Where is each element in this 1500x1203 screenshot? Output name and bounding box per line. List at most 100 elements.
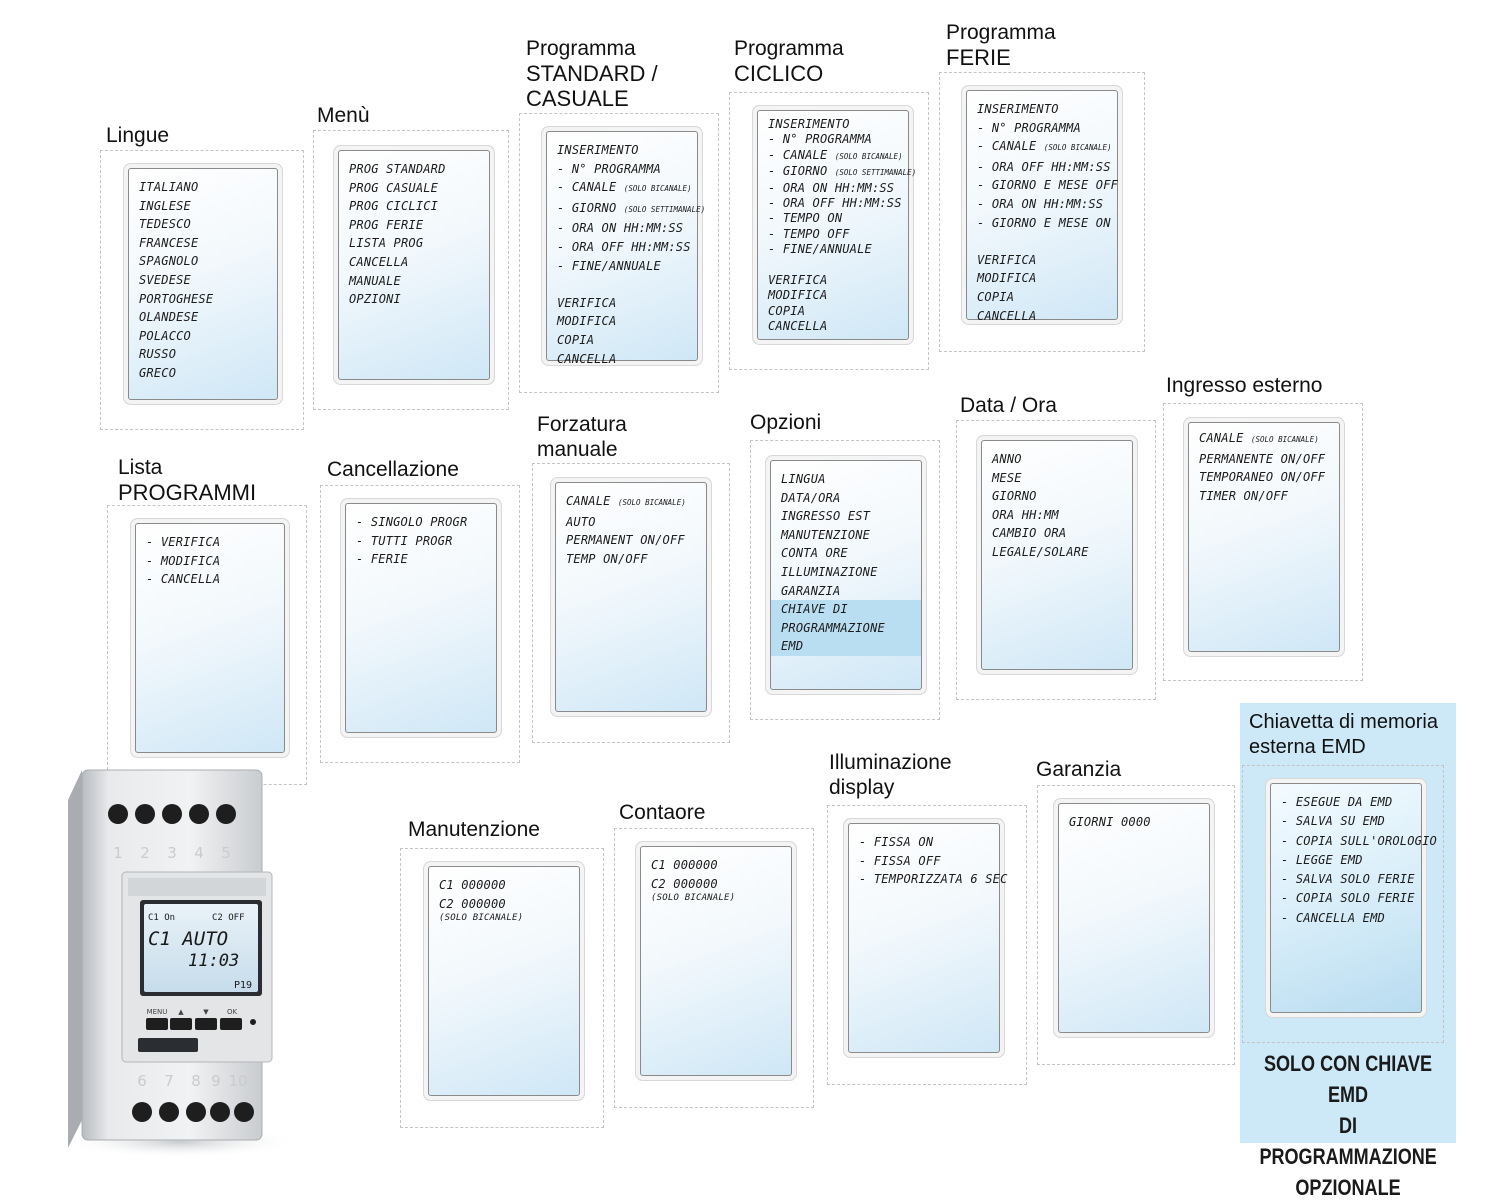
lingue-line: GRECO xyxy=(139,365,177,380)
menu-line: PROG CASUALE xyxy=(349,180,439,195)
dataora-line: ORA HH:MM xyxy=(992,507,1059,522)
terminal-number: 9 xyxy=(211,1072,221,1090)
lingue-line: RUSSO xyxy=(139,347,177,362)
garanzia-screen: GIORNI 0000 xyxy=(1058,803,1210,1033)
cancellazione-title: Cancellazione xyxy=(327,458,459,481)
emd-line: - ESEGUE DA EMD xyxy=(1281,795,1393,809)
ferie-line: - GIORNO E MESE OFF xyxy=(977,178,1119,193)
standard-title-line1: Programma xyxy=(526,37,636,60)
screw-terminal xyxy=(108,804,128,824)
lcd-c2-status: C2 OFF xyxy=(212,913,245,923)
screw-terminal xyxy=(216,804,236,824)
ferie-note: (SOLO BICANALE) xyxy=(1043,143,1112,153)
lingue-line: TEDESCO xyxy=(139,217,191,232)
device-side xyxy=(68,770,82,1148)
opzioni-highlight-line: CHIAVE DI xyxy=(781,602,848,617)
top-terminal-numbers: 1 2 3 4 5 xyxy=(113,844,231,862)
contaore-note: (SOLO BICANALE) xyxy=(651,893,736,904)
screw-terminal xyxy=(159,1102,179,1122)
emd-note-line: DI PROGRAMMAZIONE xyxy=(1259,1113,1437,1169)
standard-line: - N° PROGRAMMA xyxy=(557,161,661,176)
lista-line: - MODIFICA xyxy=(146,553,221,568)
screw-terminal xyxy=(132,1102,152,1122)
lingue-line: ITALIANO xyxy=(139,180,199,194)
ciclico-line: VERIFICA xyxy=(768,273,828,288)
opzioni-line: GARANZIA xyxy=(781,583,841,598)
dataora-line: ANNO xyxy=(992,452,1022,466)
manutenzione-note: (SOLO BICANALE) xyxy=(439,913,524,924)
standard-title-line3: CASUALE xyxy=(526,86,629,111)
lcd-program-number: P19 xyxy=(234,980,252,991)
lista-title-line1: Lista xyxy=(118,456,163,479)
standard-line: VERIFICA xyxy=(557,295,617,310)
emd-line: - SALVA SU EMD xyxy=(1281,814,1385,829)
ciclico-line: - TEMPO ON xyxy=(768,211,843,226)
garanzia-frame xyxy=(1037,785,1235,1065)
cancellazione-frame xyxy=(320,485,520,763)
standard-line: - ORA ON HH:MM:SS xyxy=(557,221,684,236)
ferie-line: MODIFICA xyxy=(977,271,1037,286)
opzioni-highlight-line: EMD xyxy=(781,639,804,654)
standard-line: INSERIMENTO xyxy=(557,143,639,157)
ingresso-note: (SOLO BICANALE) xyxy=(1251,435,1319,444)
forzatura-line: AUTO xyxy=(566,514,596,529)
lista-screen: - VERIFICA - MODIFICA - CANCELLA xyxy=(135,523,285,753)
ferie-line: CANCELLA xyxy=(977,308,1037,323)
opzioni-line: ILLUMINAZIONE xyxy=(781,564,878,579)
ingresso-line: PERMANENTE ON/OFF xyxy=(1199,451,1326,466)
ferie-line: VERIFICA xyxy=(977,252,1037,267)
emd-optional-note: SOLO CON CHIAVE EMD DI PROGRAMMAZIONE OP… xyxy=(1259,1048,1436,1203)
ciclico-line: - TEMPO OFF xyxy=(768,226,850,241)
opzioni-highlight-line: PROGRAMMAZIONE xyxy=(781,620,885,635)
menu-line: MANUALE xyxy=(349,273,401,288)
forzatura-screen: CANALE (SOLO BICANALE) AUTO PERMANENT ON… xyxy=(555,482,707,712)
emd-screen: - ESEGUE DA EMD - SALVA SU EMD - COPIA S… xyxy=(1270,783,1437,1013)
illuminazione-title: Illuminazione display xyxy=(829,750,952,800)
ciclico-line: - GIORNO xyxy=(768,164,828,179)
ferie-line: - CANALE xyxy=(977,139,1037,154)
opzioni-highlight: CHIAVE DI PROGRAMMAZIONE EMD xyxy=(771,600,921,656)
standard-frame xyxy=(519,113,719,393)
lcd-screen xyxy=(144,904,258,992)
ingresso-frame xyxy=(1163,403,1363,681)
emd-frame xyxy=(1242,765,1444,1043)
emd-title-line1: Chiavetta di memoria xyxy=(1249,711,1438,733)
terminal-number: 1 xyxy=(113,844,123,862)
device-cover-strip xyxy=(128,878,266,896)
standard-line-canale: - CANALE (SOLO BICANALE) xyxy=(557,178,692,199)
opzioni-frame xyxy=(750,440,940,720)
emd-note-line: SOLO CON CHIAVE EMD xyxy=(1263,1051,1433,1107)
emd-line: - LEGGE EMD xyxy=(1281,852,1363,867)
illuminazione-screen: - FISSA ON - FISSA OFF - TEMPORIZZATA 6 … xyxy=(848,823,1007,1053)
garanzia-line: GIORNI 0000 xyxy=(1069,815,1151,829)
forzatura-line: CANALE xyxy=(566,494,611,508)
forzatura-line-canale: CANALE (SOLO BICANALE) xyxy=(566,492,696,513)
ingresso-screen: CANALE (SOLO BICANALE) PERMANENTE ON/OFF… xyxy=(1188,422,1340,652)
standard-line: CANCELLA xyxy=(557,351,617,366)
emd-note-line: OPZIONALE xyxy=(1295,1175,1401,1200)
timer-device-illustration: 1 2 3 4 5 C1 On C2 OFF C1 AUTO 11:03 P19… xyxy=(60,769,300,1158)
lingue-line: SPAGNOLO xyxy=(139,254,199,269)
standard-line: COPIA xyxy=(557,332,595,347)
contaore-frame xyxy=(614,828,814,1108)
reset-pin-hole xyxy=(250,1019,256,1025)
lingue-line: PORTOGHESE xyxy=(139,291,214,306)
ok-button xyxy=(220,1018,242,1030)
standard-line: MODIFICA xyxy=(557,314,617,329)
lingue-title: Lingue xyxy=(106,124,170,147)
ciclico-note: (SOLO BICANALE) xyxy=(834,151,903,161)
menu-title: Menù xyxy=(317,104,370,127)
top-terminal-screws xyxy=(108,804,236,824)
ferie-line: - ORA ON HH:MM:SS xyxy=(977,196,1104,211)
ciclico-note: (SOLO SETTIMANALE) xyxy=(834,168,917,178)
cancellazione-line: - FERIE xyxy=(356,552,408,567)
lingue-screen: ITALIANO INGLESE TEDESCO FRANCESE SPAGNO… xyxy=(128,168,278,400)
button-label: OK xyxy=(227,1008,238,1016)
opzioni-line: LINGUA xyxy=(781,472,826,486)
emd-key-slot xyxy=(138,1038,198,1052)
lingue-line: POLACCO xyxy=(139,328,191,343)
cancellazione-line: - TUTTI PROGR xyxy=(356,533,453,548)
terminal-number: 4 xyxy=(194,844,204,862)
ciclico-title: Programma CICLICO xyxy=(734,36,844,86)
terminal-number: 7 xyxy=(164,1072,174,1090)
